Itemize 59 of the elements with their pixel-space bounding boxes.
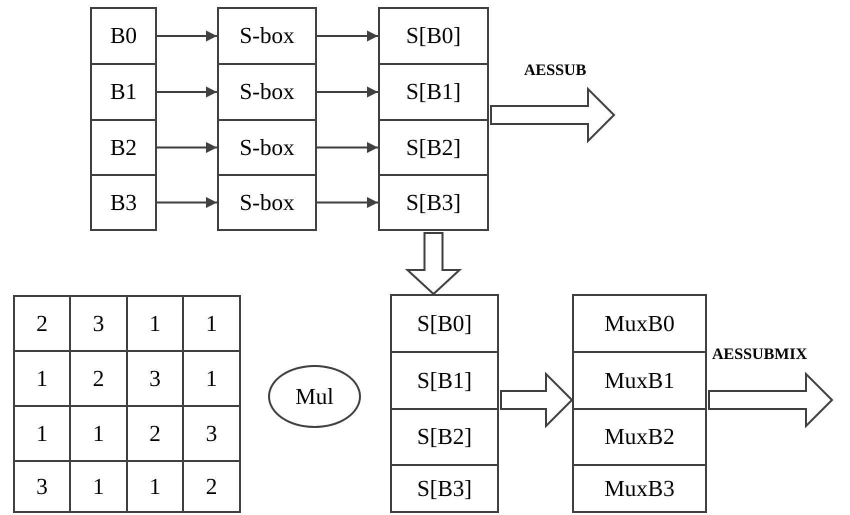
node-label: MuxB1 — [604, 368, 675, 394]
input-byte-box — [90, 63, 157, 121]
mix-byte-box — [572, 464, 707, 513]
input-byte-box — [90, 119, 157, 176]
output-byte-box — [378, 119, 489, 176]
node-label: Mul — [295, 384, 334, 410]
node-label: S-box — [240, 79, 294, 105]
mix-byte-box — [572, 408, 707, 466]
node-label: S-box — [240, 134, 294, 160]
node-label: S[B0] — [406, 23, 461, 49]
input-byte-box — [90, 174, 157, 231]
operation-label: AESSUB — [524, 62, 586, 80]
arrow — [317, 142, 378, 153]
s-box — [217, 119, 317, 176]
arrow — [317, 197, 378, 208]
arrow — [317, 86, 378, 98]
node-label: MuxB2 — [604, 424, 675, 450]
node-label: S[B2] — [406, 134, 461, 160]
mix-byte-box — [572, 351, 707, 410]
output-byte-box — [378, 7, 489, 65]
arrow — [708, 372, 834, 428]
mix-byte-box — [572, 294, 707, 353]
input-byte-box — [90, 7, 157, 65]
arrow — [404, 232, 462, 296]
node-label: S[B1] — [417, 368, 472, 394]
node-label: S-box — [240, 23, 294, 49]
matrix-cell: 2 — [182, 460, 241, 513]
node-label: B1 — [110, 79, 137, 105]
output-byte-box — [390, 408, 499, 466]
node-label: MuxB0 — [604, 310, 675, 336]
node-label: S[B0] — [417, 310, 472, 336]
node-label: S-box — [240, 190, 294, 216]
output-byte-box — [378, 174, 489, 231]
s-box — [217, 174, 317, 231]
output-byte-box — [390, 351, 499, 410]
s-box — [217, 7, 317, 65]
node-label: B0 — [110, 23, 137, 49]
arrow — [157, 142, 217, 153]
node-label: B2 — [110, 134, 137, 160]
operation-label: AESSUBMIX — [712, 346, 808, 364]
arrow — [317, 30, 378, 42]
arrow — [500, 372, 574, 428]
node-label: S[B3] — [406, 190, 461, 216]
node-label: S[B2] — [417, 424, 472, 450]
output-byte-box — [390, 464, 499, 513]
output-byte-box — [390, 294, 499, 353]
matrix-cell: 2 — [13, 295, 71, 352]
arrow — [490, 86, 616, 144]
node-label: S[B3] — [417, 476, 472, 502]
output-byte-box — [378, 63, 489, 121]
arrow — [157, 30, 217, 42]
node-label: B3 — [110, 190, 137, 216]
node-label: S[B1] — [406, 79, 461, 105]
arrow — [157, 197, 217, 208]
arrow — [157, 86, 217, 98]
node-label: MuxB3 — [604, 476, 675, 502]
matrix-cell: 3 — [13, 460, 71, 513]
s-box — [217, 63, 317, 121]
matrix-cell: 1 — [182, 295, 241, 352]
